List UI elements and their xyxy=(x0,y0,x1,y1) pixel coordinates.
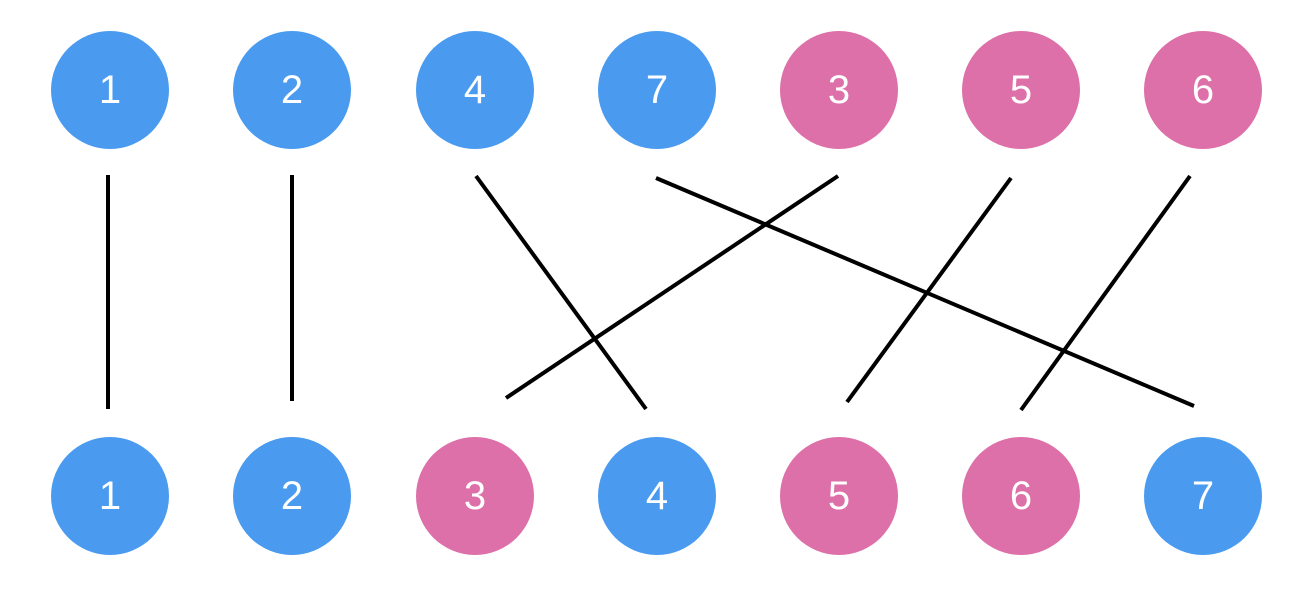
node-top-row-2[interactable]: 2 xyxy=(233,31,351,149)
node-bottom-row-6[interactable]: 6 xyxy=(962,437,1080,555)
node-top-row-7[interactable]: 6 xyxy=(1144,31,1262,149)
node-label: 2 xyxy=(280,68,304,112)
node-label: 4 xyxy=(645,474,669,518)
node-label: 3 xyxy=(827,68,851,112)
edge-7-to-7 xyxy=(655,176,1195,408)
node-top-row-3[interactable]: 4 xyxy=(416,31,534,149)
node-label: 5 xyxy=(827,474,851,518)
node-top-row-5[interactable]: 3 xyxy=(780,31,898,149)
node-bottom-row-5[interactable]: 5 xyxy=(780,437,898,555)
node-label: 6 xyxy=(1009,474,1033,518)
edge-6-to-6 xyxy=(1019,174,1192,412)
edge-5-to-5 xyxy=(845,176,1013,404)
node-label: 1 xyxy=(98,474,122,518)
node-label: 7 xyxy=(645,68,669,112)
edge-3-to-3 xyxy=(504,174,840,400)
node-label: 1 xyxy=(98,68,122,112)
node-bottom-row-4[interactable]: 4 xyxy=(598,437,716,555)
node-bottom-row-3[interactable]: 3 xyxy=(416,437,534,555)
node-bottom-row-7[interactable]: 7 xyxy=(1144,437,1262,555)
node-top-row-6[interactable]: 5 xyxy=(962,31,1080,149)
node-label: 4 xyxy=(463,68,487,112)
node-top-row-4[interactable]: 7 xyxy=(598,31,716,149)
node-bottom-row-1[interactable]: 1 xyxy=(51,437,169,555)
node-label: 3 xyxy=(463,474,487,518)
node-top-row-1[interactable]: 1 xyxy=(51,31,169,149)
node-bottom-row-2[interactable]: 2 xyxy=(233,437,351,555)
edge-4-to-4 xyxy=(474,174,648,411)
node-label: 2 xyxy=(280,474,304,518)
node-label: 7 xyxy=(1191,474,1215,518)
node-label: 5 xyxy=(1009,68,1033,112)
node-label: 6 xyxy=(1191,68,1215,112)
